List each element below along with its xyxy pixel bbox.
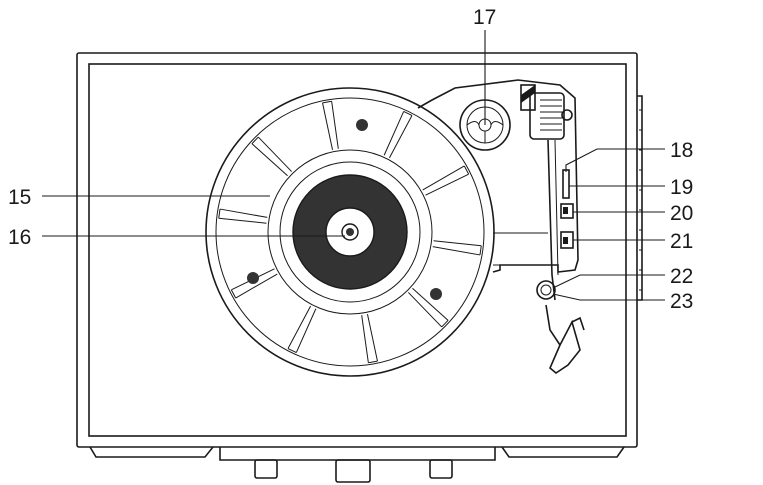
bottom-knob-center bbox=[335, 459, 371, 483]
platter-rib-line bbox=[383, 111, 405, 156]
platter-rib-line bbox=[432, 246, 481, 256]
leader-18 bbox=[565, 148, 665, 172]
platter-rib-line bbox=[251, 143, 288, 177]
leader-23 bbox=[552, 293, 665, 301]
headshell bbox=[545, 304, 581, 374]
platter-rib-cap bbox=[218, 208, 221, 219]
platter-rib-line bbox=[425, 173, 469, 196]
switch-lower-knob bbox=[563, 237, 568, 244]
bottom-knob-left bbox=[254, 459, 278, 479]
cabinet bbox=[76, 52, 643, 448]
platter-rib-cap bbox=[287, 348, 297, 354]
pivot-housing bbox=[529, 92, 565, 140]
callout-15: 15 bbox=[8, 186, 31, 209]
right-foot bbox=[501, 446, 625, 458]
callout-17: 17 bbox=[473, 6, 496, 29]
tonearm-assembly bbox=[417, 79, 585, 374]
tonearm-plate bbox=[417, 79, 579, 273]
tonearm-tube bbox=[547, 139, 556, 301]
platter-rim-outer bbox=[205, 87, 495, 377]
spindle bbox=[346, 228, 354, 236]
platter-rib-cap bbox=[403, 110, 413, 116]
headshell-grip bbox=[571, 316, 585, 331]
platter-rib-line bbox=[287, 305, 311, 349]
callout-18: 18 bbox=[670, 139, 693, 162]
platter-rib-line bbox=[412, 287, 449, 321]
platter-rib-cap bbox=[322, 100, 332, 104]
platter-rib-line bbox=[257, 136, 293, 172]
platter-hole-right bbox=[430, 288, 442, 300]
platter-rib-cap bbox=[230, 289, 237, 299]
bottom-panel bbox=[219, 447, 496, 461]
platter-rib-cap bbox=[251, 136, 259, 145]
platter-hole-top bbox=[356, 119, 368, 131]
callout-20: 20 bbox=[670, 202, 693, 225]
platter-rib-line bbox=[433, 240, 482, 247]
callout-22: 22 bbox=[670, 265, 693, 288]
arm-rest bbox=[536, 280, 556, 300]
platter-rib-line bbox=[389, 115, 413, 159]
arm-rest-inner bbox=[540, 284, 552, 296]
callout-23: 23 bbox=[670, 290, 693, 313]
switch-upper bbox=[560, 203, 574, 219]
platter-rib-line bbox=[295, 308, 317, 353]
callout-19: 19 bbox=[670, 176, 693, 199]
callout-labels: 15 16 17 18 19 20 21 22 23 bbox=[8, 6, 693, 313]
platter-mat-inner bbox=[279, 161, 421, 303]
pivot-screw bbox=[561, 109, 573, 121]
arm-lift bbox=[562, 169, 570, 199]
platter-rib-line bbox=[331, 101, 339, 149]
bottom-knob-right bbox=[429, 459, 453, 479]
cabinet-bottom bbox=[89, 446, 625, 483]
platter-rib-line bbox=[407, 292, 443, 328]
cabinet-inner bbox=[88, 63, 627, 437]
platter-rib-cap bbox=[368, 360, 378, 364]
side-knob-ridges bbox=[639, 109, 642, 291]
callout-21: 21 bbox=[670, 230, 693, 253]
platter-rib-line bbox=[235, 273, 278, 299]
pivot-hatch bbox=[521, 85, 535, 103]
platter-rib-line bbox=[322, 102, 334, 150]
leader-22 bbox=[554, 274, 665, 288]
platter-rib-line bbox=[366, 314, 378, 362]
platter-rib-line bbox=[218, 217, 267, 224]
platter-rim-inner bbox=[215, 97, 485, 367]
leader-lines bbox=[42, 30, 665, 301]
platter-ribs bbox=[218, 100, 482, 364]
platter-rib-line bbox=[361, 315, 369, 363]
platter-hole-left bbox=[247, 272, 259, 284]
platter-rib-line bbox=[219, 208, 268, 218]
pivot-housing-ridges bbox=[540, 99, 562, 131]
platter-rib-cap bbox=[441, 319, 449, 328]
platter bbox=[205, 87, 495, 377]
platter-rib-cap bbox=[479, 245, 482, 256]
platter-rib-line bbox=[422, 165, 465, 191]
tonearm-tube-edge bbox=[554, 139, 559, 276]
platter-rib-cap bbox=[463, 165, 470, 175]
callout-16: 16 bbox=[8, 226, 31, 249]
platter-mat bbox=[267, 149, 433, 315]
left-foot bbox=[89, 446, 214, 458]
cabinet-outer bbox=[76, 52, 638, 448]
switch-upper-knob bbox=[563, 207, 568, 214]
